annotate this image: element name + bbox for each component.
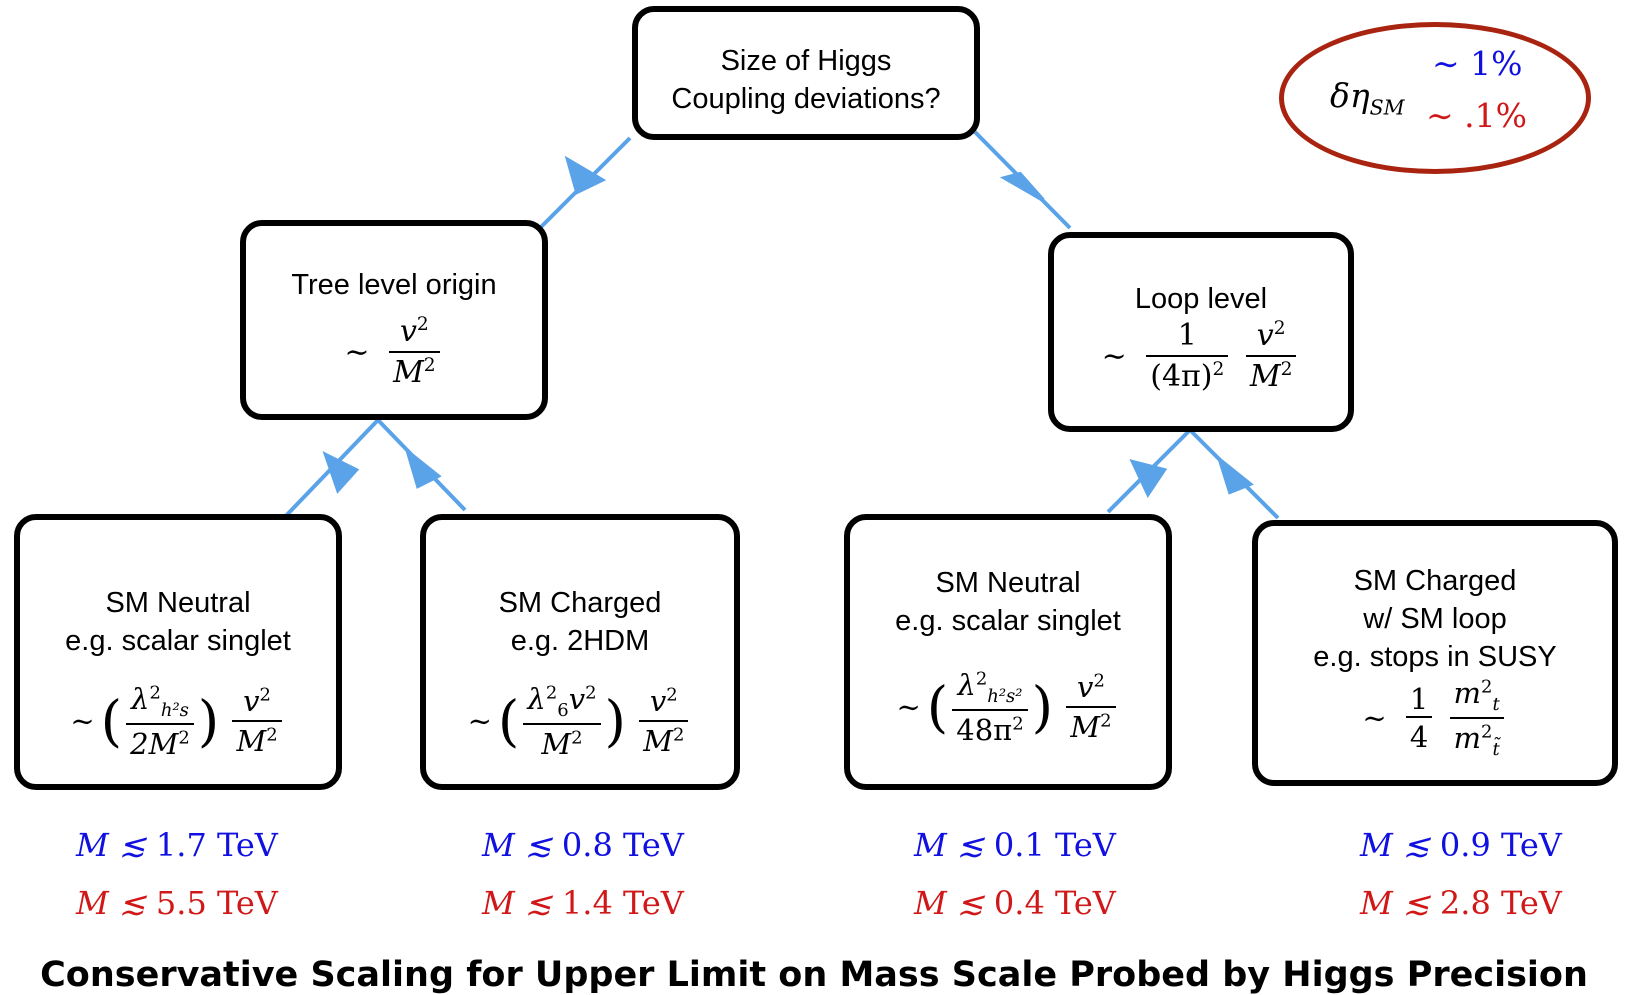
- loop-level-title: Loop level: [1134, 283, 1268, 315]
- arrow-head: [404, 446, 442, 489]
- leaf-4-limit-red: M ≲ 2.8 TeV: [1360, 884, 1562, 922]
- leaf-sm-neutral-loop: SM Neutral e.g. scalar singlet ∼( λ2h²s²…: [844, 514, 1172, 790]
- arrow-head: [1216, 454, 1254, 495]
- leaf-4-line-1: SM Charged: [1353, 565, 1517, 597]
- arrow-head: [999, 171, 1045, 202]
- root-line-1: Size of Higgs: [720, 45, 892, 77]
- leaf-sm-neutral-tree: SM Neutral e.g. scalar singlet ∼( λ2h²s …: [14, 514, 342, 790]
- leaf-4-line-3: e.g. stops in SUSY: [1313, 641, 1557, 673]
- leaf-3-formula: ∼( λ2h²s² 48π2 ) v2 M2: [850, 668, 1166, 747]
- leaf-sm-charged-tree: SM Charged e.g. 2HDM ∼( λ26v2 M2 ) v2 M2: [420, 514, 740, 790]
- figure-caption: Conservative Scaling for Upper Limit on …: [40, 955, 1588, 995]
- legend-ellipse: [1279, 22, 1591, 174]
- leaf-3-limit-red: M ≲ 0.4 TeV: [914, 884, 1116, 922]
- leaf-2-line-1: SM Charged: [498, 587, 662, 619]
- arrow-head: [1129, 459, 1168, 499]
- leaf-1-limit-red: M ≲ 5.5 TeV: [76, 884, 278, 922]
- root-node: Size of Higgs Coupling deviations?: [632, 6, 980, 140]
- arrow-tree-to-leaf1: [278, 418, 380, 524]
- loop-level-node: Loop level ∼ 1 (4π)2 v2 M2: [1048, 232, 1354, 432]
- leaf-1-formula: ∼( λ2h²s 2M2 ) v2 M2: [20, 682, 336, 761]
- leaf-3-line-2: e.g. scalar singlet: [895, 605, 1121, 637]
- root-line-2: Coupling deviations?: [671, 83, 941, 115]
- loop-level-formula: ∼ 1 (4π)2 v2 M2: [1054, 318, 1348, 394]
- arrow-head: [564, 155, 607, 195]
- tree-level-title: Tree level origin: [291, 269, 497, 301]
- leaf-4-formula: ∼ 1 4 m2t m2t̃: [1258, 676, 1612, 760]
- leaf-3-limit-blue: M ≲ 0.1 TeV: [914, 826, 1116, 864]
- leaf-1-limit-blue: M ≲ 1.7 TeV: [76, 826, 278, 864]
- leaf-1-line-2: e.g. scalar singlet: [65, 625, 291, 657]
- tree-level-node: Tree level origin ∼ v2 M2: [240, 220, 548, 420]
- tree-level-formula: ∼ v2 M2: [246, 314, 542, 390]
- leaf-sm-charged-loop: SM Charged w/ SM loop e.g. stops in SUSY…: [1252, 520, 1618, 786]
- legend-blue-value: ∼ 1%: [1432, 44, 1523, 83]
- leaf-2-limit-blue: M ≲ 0.8 TeV: [482, 826, 684, 864]
- legend-red-value: ∼ .1%: [1426, 96, 1527, 135]
- legend-symbol: δηSM: [1330, 76, 1405, 120]
- arrow-head: [322, 451, 360, 494]
- leaf-2-formula: ∼( λ26v2 M2 ) v2 M2: [426, 682, 734, 761]
- leaf-3-line-1: SM Neutral: [935, 567, 1081, 599]
- leaf-2-limit-red: M ≲ 1.4 TeV: [482, 884, 684, 922]
- leaf-4-limit-blue: M ≲ 0.9 TeV: [1360, 826, 1562, 864]
- leaf-1-line-1: SM Neutral: [105, 587, 251, 619]
- leaf-2-line-2: e.g. 2HDM: [510, 625, 650, 657]
- leaf-4-line-2: w/ SM loop: [1363, 603, 1507, 635]
